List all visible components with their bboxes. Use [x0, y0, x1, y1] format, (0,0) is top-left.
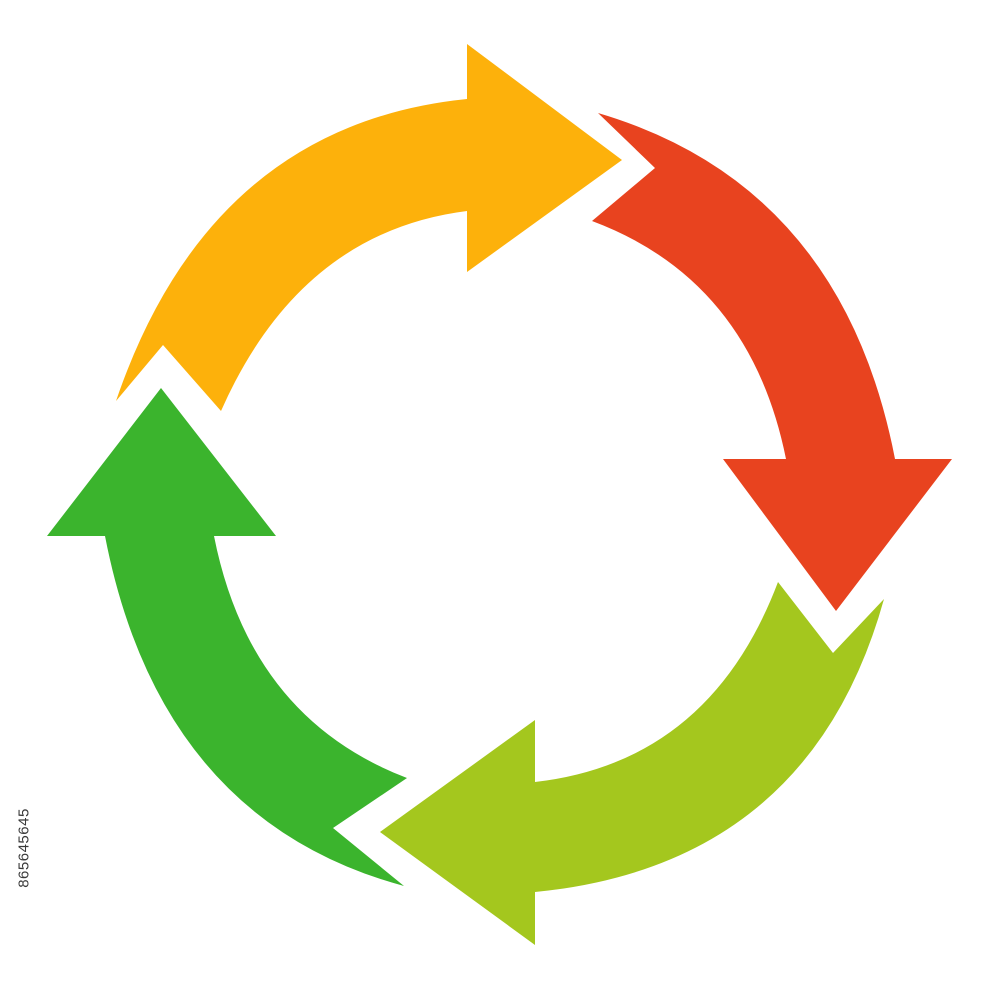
orange-arrow [116, 44, 622, 411]
red-arrow [592, 113, 952, 611]
light-green-arrow-shape [380, 582, 884, 945]
orange-arrow-shape [116, 44, 622, 411]
green-arrow-shape [47, 388, 407, 886]
red-arrow-shape [592, 113, 952, 611]
light-green-arrow [380, 582, 884, 945]
green-arrow [47, 388, 407, 886]
